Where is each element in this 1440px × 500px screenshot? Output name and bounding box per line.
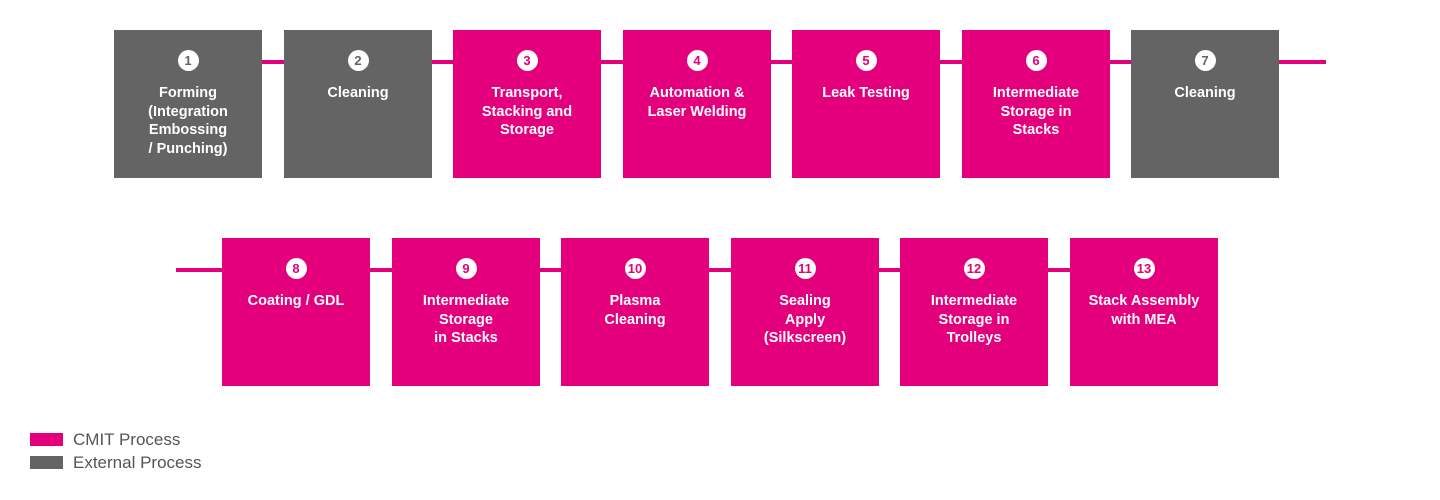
step-label: Cleaning <box>1174 85 1236 101</box>
legend-swatch-external <box>30 456 63 469</box>
step-label: Stack Assembly with MEA <box>1088 293 1200 328</box>
step-number-badge: 6 <box>1025 50 1047 71</box>
step-label: Automation & Laser Welding <box>647 85 747 120</box>
step-number-badge: 8 <box>285 258 307 279</box>
step-number-badge: 5 <box>855 50 877 71</box>
step-label: Intermediate Storage in Stacks <box>992 85 1080 138</box>
step-label: Cleaning <box>327 85 389 101</box>
step-label: Intermediate Storage in Trolleys <box>930 293 1018 346</box>
step-number-badge: 3 <box>516 50 538 71</box>
step-label: Forming (Integration Embossing / Punchin… <box>148 85 228 157</box>
step-number-badge: 10 <box>624 258 646 279</box>
step-label: Plasma Cleaning <box>604 293 666 328</box>
step-number-badge: 11 <box>794 258 816 279</box>
step-label: Leak Testing <box>822 85 910 101</box>
step-label: Sealing Apply (Silkscreen) <box>763 293 847 346</box>
legend-swatch-cmit <box>30 433 63 446</box>
step-number-badge: 1 <box>177 50 199 71</box>
step-number-badge: 12 <box>963 258 985 279</box>
step-label: Transport, Stacking and Storage <box>481 85 573 138</box>
legend-item-external: External Process <box>30 451 202 474</box>
step-label: Intermediate Storage in Stacks <box>422 293 510 346</box>
step-number-badge: 7 <box>1194 50 1216 71</box>
step-number-badge: 4 <box>686 50 708 71</box>
step-number-badge: 2 <box>347 50 369 71</box>
step-label: Coating / GDL <box>247 293 345 309</box>
legend-label-external: External Process <box>73 452 202 472</box>
step-number-badge: 9 <box>455 258 477 279</box>
legend-label-cmit: CMIT Process <box>73 429 181 449</box>
legend-item-cmit: CMIT Process <box>30 428 202 451</box>
legend: CMIT Process External Process <box>30 428 202 474</box>
step-number-badge: 13 <box>1133 258 1155 279</box>
